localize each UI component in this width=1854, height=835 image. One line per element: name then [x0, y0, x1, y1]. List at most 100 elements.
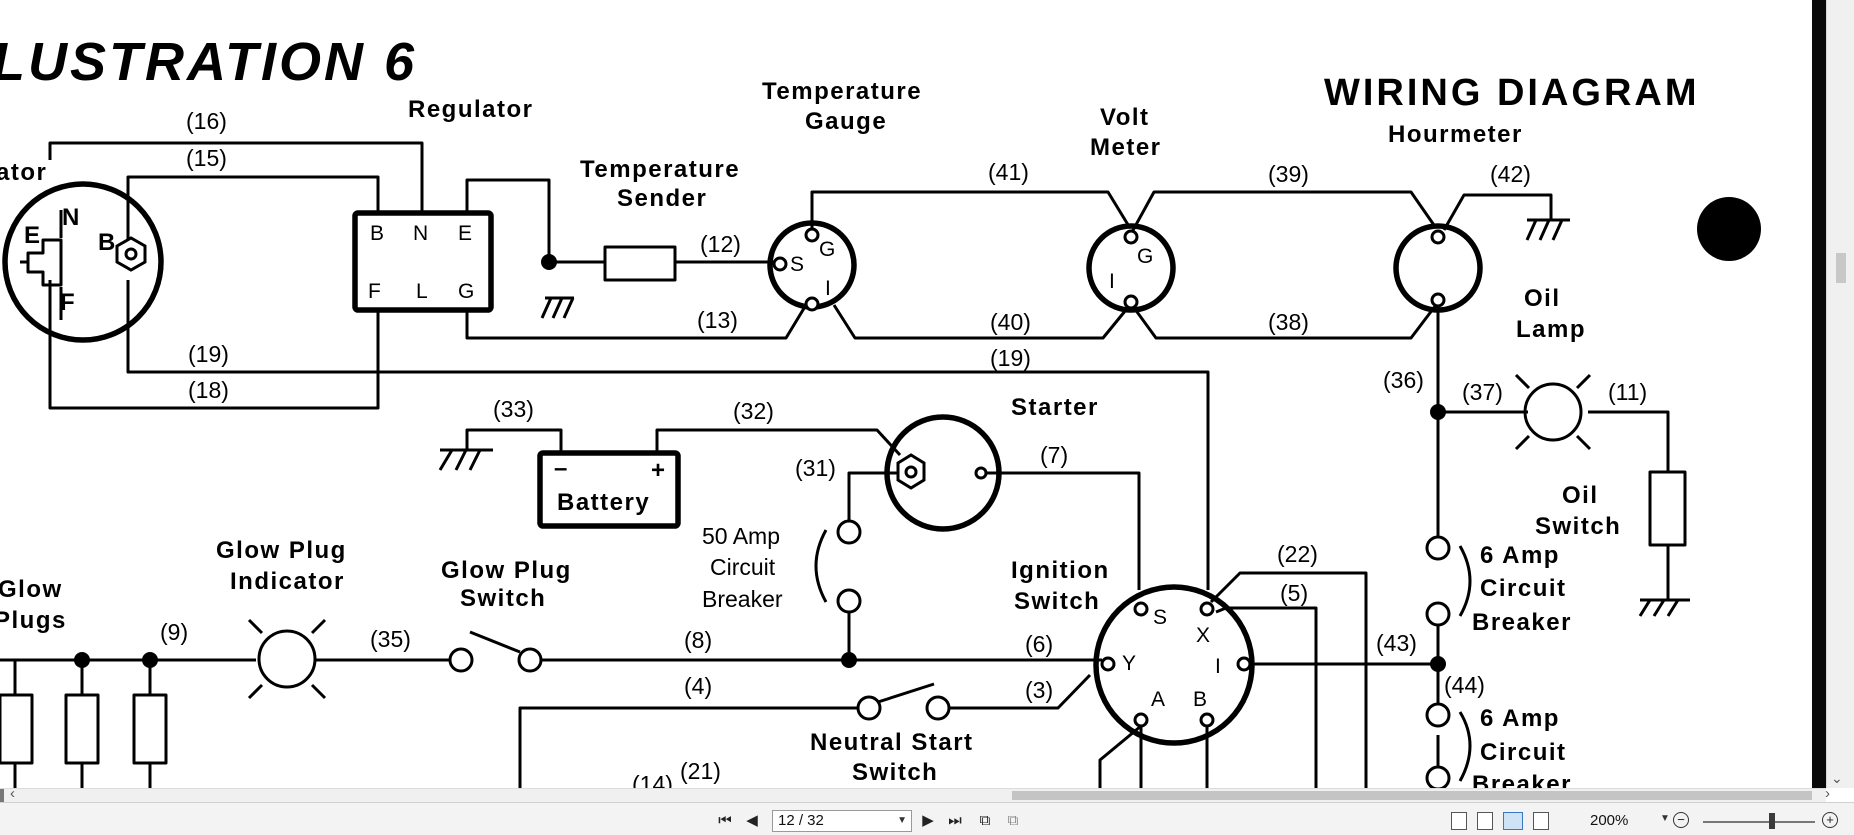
volt-meter-label-2: Meter	[1090, 134, 1162, 161]
wire-36: (36)	[1383, 367, 1424, 393]
ignition-label-1: Ignition	[1011, 557, 1110, 584]
alt-pin-n: N	[62, 204, 81, 231]
wire-6: (6)	[1025, 631, 1053, 657]
alt-pin-f: F	[60, 289, 76, 316]
wire-33: (33)	[493, 396, 534, 422]
two-page-continuous-view-icon[interactable]	[1533, 812, 1549, 830]
wire-5: (5)	[1280, 580, 1308, 606]
neutral-switch-label-1: Neutral Start	[810, 729, 974, 756]
zoom-slider-thumb[interactable]	[1769, 813, 1776, 829]
reg-pin-g: G	[458, 280, 474, 303]
scroll-right-arrow-icon[interactable]: ›	[1825, 785, 1830, 802]
wire-41: (41)	[988, 159, 1029, 185]
diagram-title: WIRING DIAGRAM	[1324, 72, 1700, 114]
breaker50-label-1: 50 Amp	[702, 523, 780, 549]
zoom-in-icon[interactable]: +	[1822, 812, 1838, 828]
wire-11: (11)	[1608, 379, 1647, 405]
glow-plugs-label-1: Glow	[0, 576, 63, 603]
hourmeter-label: Hourmeter	[1388, 121, 1523, 148]
wire-8: (8)	[684, 627, 712, 653]
ign-pin-s: S	[1153, 606, 1167, 629]
continuous-view-icon[interactable]	[1477, 812, 1493, 830]
wire-42: (42)	[1490, 161, 1531, 187]
breaker2-label-1: 6 Amp	[1480, 705, 1560, 732]
battery-label: Battery	[557, 489, 650, 516]
rotate-page-icon[interactable]: ⧉	[979, 811, 991, 829]
page-dropdown-caret-icon[interactable]: ▼	[897, 815, 907, 826]
wire-22: (22)	[1277, 541, 1318, 567]
zoom-slider[interactable]	[1703, 821, 1815, 823]
wire-18: (18)	[188, 377, 229, 403]
horizontal-scrollbar[interactable]: ‹ ›	[0, 785, 1830, 803]
glow-switch-label-1: Glow Plug	[441, 557, 572, 584]
two-page-view-icon[interactable]	[1503, 812, 1523, 830]
next-page-icon[interactable]: ▶	[922, 812, 934, 829]
breaker1-label-3: Breaker	[1472, 609, 1572, 636]
hourmeter	[1393, 223, 1483, 313]
reg-pin-f: F	[368, 280, 381, 303]
vertical-scrollbar[interactable]: ⌄	[1826, 0, 1854, 788]
alternator-body	[2, 181, 164, 343]
breaker2-label-2: Circuit	[1480, 739, 1567, 766]
reg-pin-n: N	[413, 222, 428, 245]
vm-pin-g: G	[1137, 245, 1153, 268]
single-page-view-icon[interactable]	[1451, 812, 1467, 830]
copy-page-icon[interactable]: ⧉	[1007, 811, 1019, 829]
wire-7: (7)	[1040, 442, 1068, 468]
reg-pin-l: L	[416, 280, 428, 303]
glow-plug-2	[64, 693, 100, 765]
document-viewport: LUSTRATION 6 WIRING DIAGRAM E N B F ator…	[0, 32, 1761, 788]
wire-39: (39)	[1268, 161, 1309, 187]
scroll-down-arrow-icon[interactable]: ⌄	[1831, 770, 1843, 786]
tg-pin-g: G	[819, 238, 835, 261]
ign-pin-x: X	[1196, 624, 1210, 647]
battery-minus: –	[554, 455, 569, 482]
zoom-out-icon[interactable]: −	[1673, 812, 1689, 828]
glow-plugs-label-2: Plugs	[0, 607, 67, 634]
last-page-icon[interactable]: ⏭	[948, 811, 962, 829]
temp-sender	[603, 245, 677, 282]
vertical-scrollbar-thumb[interactable]	[1836, 253, 1846, 283]
scroll-left-arrow-icon[interactable]: ‹	[10, 785, 15, 802]
temp-sender-label-2: Sender	[617, 185, 707, 212]
zoom-dropdown-caret-icon[interactable]: ▼	[1660, 813, 1670, 824]
oil-lamp-label-2: Lamp	[1516, 316, 1586, 343]
illustration-title: LUSTRATION 6	[0, 32, 417, 92]
wire-35: (35)	[370, 626, 411, 652]
oil-lamp-label-1: Oil	[1524, 285, 1561, 312]
wiring-diagram: LUSTRATION 6 WIRING DIAGRAM E N B F ator…	[0, 32, 1761, 788]
first-page-icon[interactable]: ⏮	[718, 811, 732, 829]
ign-pin-y: Y	[1122, 652, 1136, 675]
wire-15: (15)	[186, 145, 227, 171]
horizontal-scrollbar-edge	[0, 789, 4, 803]
hole-punch-mark	[1697, 197, 1761, 261]
breaker1-label-1: 6 Amp	[1480, 542, 1560, 569]
wire-38: (38)	[1268, 309, 1309, 335]
ignition-label-2: Switch	[1014, 588, 1100, 615]
volt-meter-label-1: Volt	[1100, 104, 1150, 131]
wire-13: (13)	[697, 307, 738, 333]
glow-indicator-label-2: Indicator	[230, 568, 345, 595]
neutral-switch-label-2: Switch	[852, 759, 938, 786]
previous-page-icon[interactable]: ◀	[746, 812, 758, 829]
regulator-label: Regulator	[408, 96, 534, 123]
volt-meter	[1086, 223, 1176, 313]
horizontal-scrollbar-thumb[interactable]	[1012, 791, 1812, 800]
battery-plus: +	[651, 457, 667, 484]
viewer-statusbar: ⏮ ◀ 12 / 32 ▼ ▶ ⏭ ⧉ ⧉ 200% ▼ − +	[0, 802, 1854, 835]
vm-pin-i: I	[1109, 270, 1115, 293]
page-number-input[interactable]: 12 / 32 ▼	[772, 810, 912, 832]
breaker50-label-2: Circuit	[710, 554, 776, 580]
page-number-text: 12 / 32	[778, 812, 824, 829]
page-edge	[1812, 0, 1826, 788]
reg-pin-e: E	[458, 222, 472, 245]
wire-12: (12)	[700, 231, 741, 257]
breaker50-label-3: Breaker	[702, 586, 783, 612]
wire-31: (31)	[795, 455, 836, 481]
wire-3: (3)	[1025, 677, 1053, 703]
zoom-level[interactable]: 200%	[1590, 812, 1629, 829]
oil-switch	[1648, 470, 1687, 547]
ign-pin-b: B	[1193, 688, 1207, 711]
wire-44: (44)	[1444, 672, 1485, 698]
wire-19b: (19)	[990, 345, 1031, 371]
